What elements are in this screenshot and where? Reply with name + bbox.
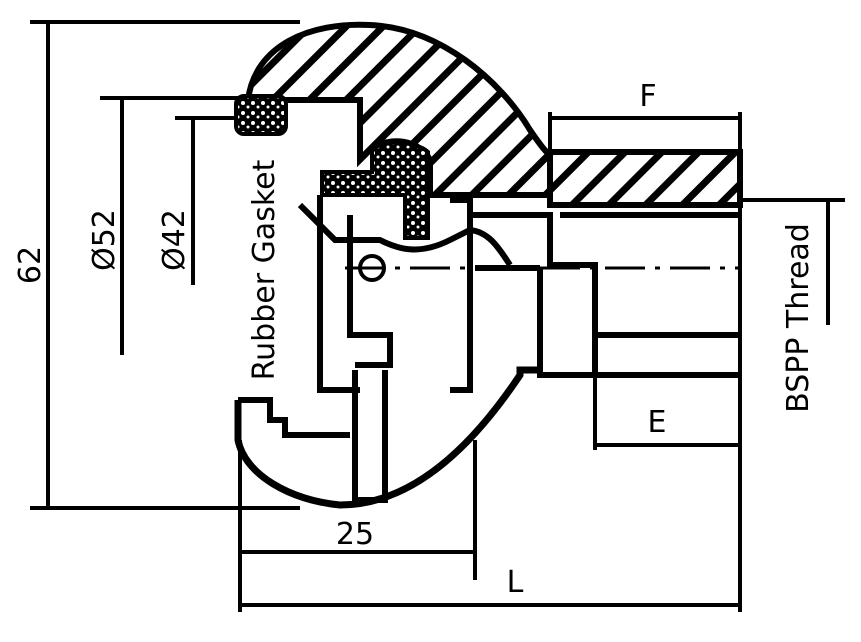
- label-62: 62: [13, 246, 48, 284]
- label-f: F: [639, 79, 656, 114]
- dimension-d52: [100, 96, 245, 355]
- dimension-e: [593, 375, 740, 450]
- label-e: E: [648, 405, 667, 440]
- label-d42: Ø42: [157, 209, 192, 271]
- label-d52: Ø52: [87, 209, 122, 271]
- top-seal: [234, 94, 288, 136]
- dimension-thread: [740, 198, 845, 325]
- body-outline: [234, 195, 740, 509]
- label-rubber-gasket: Rubber Gasket: [247, 159, 282, 380]
- label-bspp-thread: BSPP Thread: [781, 223, 816, 413]
- label-l: L: [507, 565, 524, 600]
- dimension-d42: [175, 116, 240, 285]
- rubber-gasket: [320, 140, 430, 240]
- label-25: 25: [336, 517, 374, 552]
- dimension-62: [30, 20, 300, 510]
- dimension-25: [238, 440, 477, 612]
- hex-body-hatched: [547, 149, 743, 208]
